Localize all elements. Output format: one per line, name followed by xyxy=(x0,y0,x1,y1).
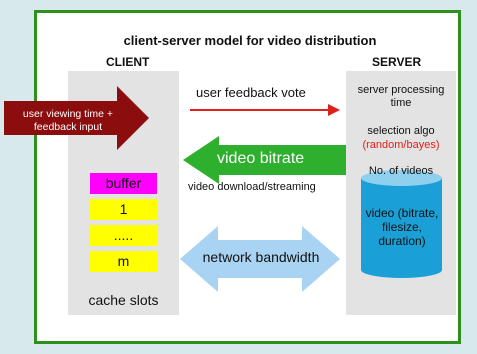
client-label: CLIENT xyxy=(106,55,150,69)
selection-algo: selection algo xyxy=(367,125,435,137)
server-label: SERVER xyxy=(372,55,422,69)
user-input-label: user viewing time + feedback input xyxy=(22,108,114,133)
server-processing-time: server processing time xyxy=(357,84,445,109)
diagram-title: client-server model for video distributi… xyxy=(123,33,377,48)
num-videos: No. of videos xyxy=(368,165,434,177)
cache-slots-label: cache slots xyxy=(88,292,159,308)
feedback-arrow-head xyxy=(328,104,340,116)
bandwidth-arrow xyxy=(180,226,340,292)
selection-algo-options: (random/bayes) xyxy=(362,139,440,151)
download-label: video download/streaming xyxy=(188,181,316,193)
feedback-vote-label: user feedback vote xyxy=(196,85,306,100)
video-bitrate-label: video bitrate xyxy=(217,150,305,167)
cache-cell-1: 1 xyxy=(90,199,157,220)
cache-cell-buffer: buffer xyxy=(90,173,157,194)
bitrate-arrow xyxy=(183,136,346,184)
database-label: video (bitrate, filesize, duration) xyxy=(365,206,439,248)
cache-cell-ellipsis: ..... xyxy=(90,225,157,246)
cache-cell-m: m xyxy=(90,251,157,272)
database-cylinder xyxy=(361,170,442,278)
user-input-arrow xyxy=(4,86,149,150)
network-bandwidth-label: network bandwidth xyxy=(202,249,320,265)
